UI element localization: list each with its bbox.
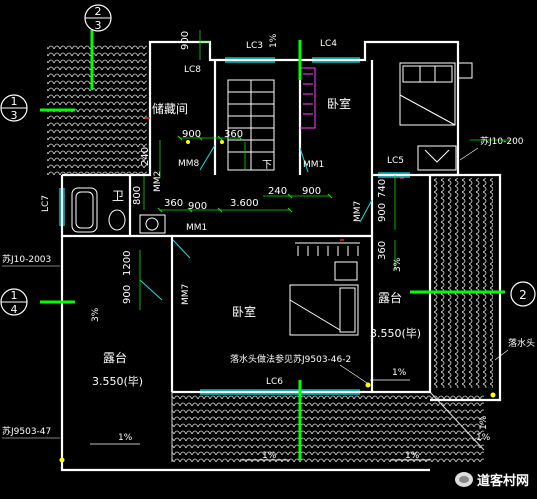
axis-circle-right: 2 (510, 281, 536, 307)
slope-bot-b: 1% (262, 451, 277, 461)
dim-240-b: 240 (268, 186, 287, 197)
axis-circle-left-1: 1 3 (0, 94, 28, 122)
axis-circle-left-2: 1 4 (0, 288, 28, 316)
tag-mm8: MM8 (178, 159, 200, 169)
dim-900-e: 900 (122, 285, 133, 304)
note-drain-right: 落水头 (508, 337, 535, 349)
note-ref-bottom-left: 苏J9503-47 (2, 425, 51, 437)
dim-3600: 3.600 (230, 198, 259, 209)
slope-vert: 1% (479, 415, 489, 430)
dim-900-top: 900 (180, 31, 191, 50)
dim-900-d: 900 (377, 203, 388, 222)
axis-bars (40, 30, 505, 460)
closet-hatch (300, 67, 316, 129)
watermark: 道客村网 (454, 470, 529, 489)
tag-lc4: LC4 (320, 39, 337, 49)
drain-markers (59, 140, 496, 463)
room-bedroom-main-label: 卧室 (232, 304, 256, 319)
note-ref-top-right: 苏J10-200 (480, 135, 524, 147)
nightstand-icon (457, 62, 473, 79)
roof-tiles-bottom (172, 392, 484, 462)
red-marks (145, 117, 404, 241)
dim-800: 800 (132, 186, 143, 205)
tag-lc5: LC5 (387, 156, 404, 166)
axis-top-sub: 3 (95, 19, 102, 32)
dim-360-a: 360 (224, 129, 243, 140)
tag-lc8: LC8 (184, 65, 201, 75)
tag-mm7-b: MM7 (181, 284, 191, 305)
axis-left2-num: 1 (11, 289, 18, 302)
axis-circle-top: 2 3 (84, 4, 112, 32)
watermark-text: 道客村网 (476, 474, 529, 489)
bathroom-fixtures (71, 187, 166, 234)
slope-bot-c: 1% (405, 451, 420, 461)
dim-900-a: 900 (182, 129, 201, 140)
elevation-left: 3.550(毕) (92, 375, 143, 388)
elevation-right: 3.550(毕) (370, 327, 421, 340)
tag-mm1-a: MM1 (303, 160, 324, 170)
stair (227, 79, 275, 171)
tag-mm2: MM2 (153, 171, 163, 192)
axis-top-num: 2 (95, 5, 102, 18)
bed-top-icon (399, 62, 456, 126)
slope-right: 3% (393, 257, 403, 272)
room-bedroom-top-label: 卧室 (327, 96, 351, 111)
slope-top: 1% (269, 33, 279, 48)
tag-mm7-a: MM7 (353, 201, 363, 222)
axis-left2-sub: 4 (11, 303, 18, 316)
dim-1200: 1200 (122, 251, 133, 276)
dim-360-c: 360 (377, 241, 388, 260)
dim-900-c: 900 (302, 186, 321, 197)
axis-right-num: 2 (519, 288, 527, 302)
wechat-logo-icon (454, 472, 473, 487)
dim-900-b: 900 (188, 201, 207, 212)
room-storage-label: 储藏间 (152, 101, 188, 116)
note-ref-left: 苏J10-2003 (2, 253, 51, 265)
leader-lines (2, 147, 509, 439)
dimension-ticks (157, 135, 333, 213)
tag-lc7: LC7 (41, 195, 51, 212)
slope-bot-d: 1% (476, 433, 491, 443)
slope-bot-a: 1% (118, 433, 133, 443)
bed-main-icon (289, 261, 359, 336)
roof-hip-lines (171, 391, 485, 462)
roof-tiles-right (430, 178, 493, 388)
dim-740: 740 (377, 179, 388, 198)
room-terrace-right-label: 露台 (378, 290, 402, 305)
sink-icon (417, 145, 457, 171)
slope-mid: 1% (392, 368, 407, 378)
stair-down-mark: 下 (262, 160, 272, 171)
doors (139, 144, 373, 301)
closet-hatch-main (295, 242, 360, 256)
tag-lc6: LC6 (266, 377, 283, 387)
note-drain: 落水头做法参见苏J9503-46-2 (230, 353, 351, 365)
dim-360-b: 360 (164, 198, 183, 209)
axis-left1-num: 1 (11, 95, 18, 108)
tag-mm1-b: MM1 (186, 223, 207, 233)
room-bathroom-label: 卫 (112, 189, 124, 203)
room-terrace-left-label: 露台 (103, 350, 127, 365)
windows (59, 57, 410, 395)
slope-left: 3% (91, 307, 101, 322)
axis-left1-sub: 3 (11, 109, 18, 122)
slope-arrows (90, 379, 430, 461)
tag-lc3: LC3 (246, 41, 263, 51)
dim-240-a: 240 (140, 147, 151, 166)
